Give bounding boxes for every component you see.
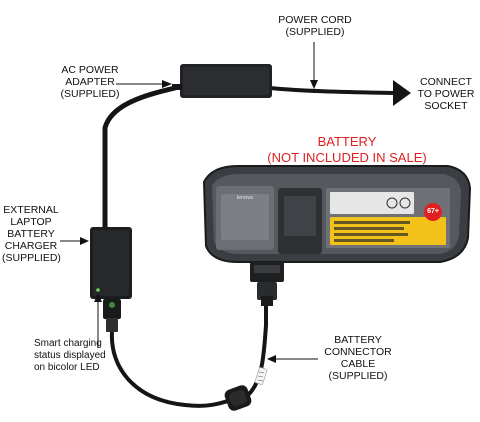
ac-adapter-label: AC POWER ADAPTER (SUPPLIED) — [60, 64, 120, 100]
laptop-battery — [202, 165, 472, 306]
capacity-badge-icon — [424, 203, 442, 221]
recycle-icons — [386, 197, 411, 209]
battery-connector-cable-lower — [109, 331, 233, 408]
charger-label: EXTERNAL LAPTOP BATTERY CHARGER (SUPPLIE… — [2, 204, 61, 264]
external-charger — [90, 227, 132, 332]
power-cord-arrow — [393, 80, 411, 106]
battery-cable-label: BATTERY CONNECTOR CABLE (SUPPLIED) — [324, 334, 392, 382]
cable-tag — [254, 367, 268, 385]
led-indicator-icon — [96, 288, 100, 292]
battery-title: BATTERY — [317, 134, 377, 149]
smart-charging-label: Smart charging status displayed on bicol… — [34, 338, 106, 373]
annotation-arrows — [60, 42, 318, 363]
power-cord — [269, 86, 394, 95]
battery-connector-cable-upper — [246, 300, 268, 397]
battery-subtitle: (NOT INCLUDED IN SALE) — [267, 150, 427, 165]
battery-brand-mark: lenovo — [236, 195, 254, 201]
ac-power-adapter — [172, 64, 272, 98]
adapter-to-charger-cable — [102, 83, 184, 232]
power-cord-label: POWER CORD (SUPPLIED) — [278, 14, 352, 38]
capacity-badge-text: 67+ — [427, 208, 439, 215]
connect-to-socket-label: CONNECT TO POWER SOCKET — [417, 76, 475, 112]
ferrite-bead — [224, 385, 252, 411]
